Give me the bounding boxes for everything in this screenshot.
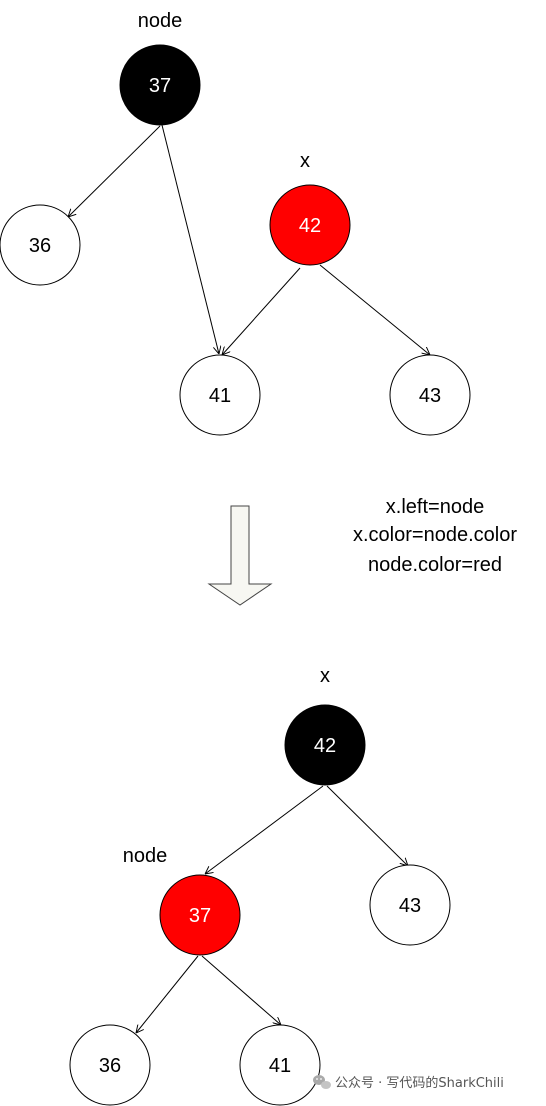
watermark-text: 公众号 · 写代码的SharkChili	[335, 1075, 504, 1091]
edge-42-to-37	[205, 785, 324, 874]
tree-node-43: 43	[369, 864, 451, 946]
label-node-bottom: node	[123, 845, 168, 867]
tree-node-43: 43	[389, 354, 471, 436]
node-value: 41	[209, 385, 231, 407]
tree-node-37: 37	[159, 874, 241, 956]
node-value: 42	[314, 735, 336, 757]
edge-37-to-41	[161, 124, 219, 354]
wechat-icon	[313, 1075, 331, 1089]
node-circle	[119, 44, 201, 126]
tree-node-42: 42	[269, 184, 351, 266]
node-circle	[284, 704, 366, 786]
transition: x.left=node x.color=node.color node.colo…	[207, 496, 517, 606]
edge-42-to-43	[319, 264, 430, 355]
down-arrow-icon	[207, 505, 273, 606]
tree-node-41: 41	[179, 354, 261, 436]
node-value: 42	[299, 215, 321, 237]
node-value: 41	[269, 1055, 291, 1077]
label-x-bottom: x	[320, 665, 330, 687]
node-circle	[389, 354, 471, 436]
node-value: 36	[29, 235, 51, 257]
transition-step-3: node.color=red	[368, 554, 502, 576]
edge-37-to-36	[136, 955, 199, 1033]
bottom-tree: x node 42 37 43 36 41	[69, 665, 451, 1106]
edge-42-to-43	[326, 785, 408, 866]
node-circle	[269, 184, 351, 266]
node-value: 43	[419, 385, 441, 407]
node-circle	[239, 1024, 321, 1106]
node-circle	[0, 204, 81, 286]
node-value: 37	[149, 75, 171, 97]
tree-node-37: 37	[119, 44, 201, 126]
node-value: 36	[99, 1055, 121, 1077]
node-circle	[159, 874, 241, 956]
node-value: 37	[189, 905, 211, 927]
tree-node-42: 42	[284, 704, 366, 786]
node-circle	[369, 864, 451, 946]
edge-37-to-41	[201, 955, 281, 1025]
tree-node-36: 36	[0, 204, 81, 286]
transition-step-1: x.left=node	[386, 496, 484, 518]
edge-42-to-41	[222, 267, 301, 355]
label-node-top: node	[138, 10, 183, 32]
tree-node-36: 36	[69, 1024, 151, 1106]
top-tree: node x 37 36 42 41 43	[0, 10, 471, 436]
label-x-top: x	[300, 150, 310, 172]
watermark: 公众号 · 写代码的SharkChili	[313, 1075, 504, 1091]
tree-node-41: 41	[239, 1024, 321, 1106]
node-value: 43	[399, 895, 421, 917]
node-circle	[179, 354, 261, 436]
transition-step-2: x.color=node.color	[353, 524, 517, 546]
node-circle	[69, 1024, 151, 1106]
edge-37-to-36	[68, 125, 161, 217]
